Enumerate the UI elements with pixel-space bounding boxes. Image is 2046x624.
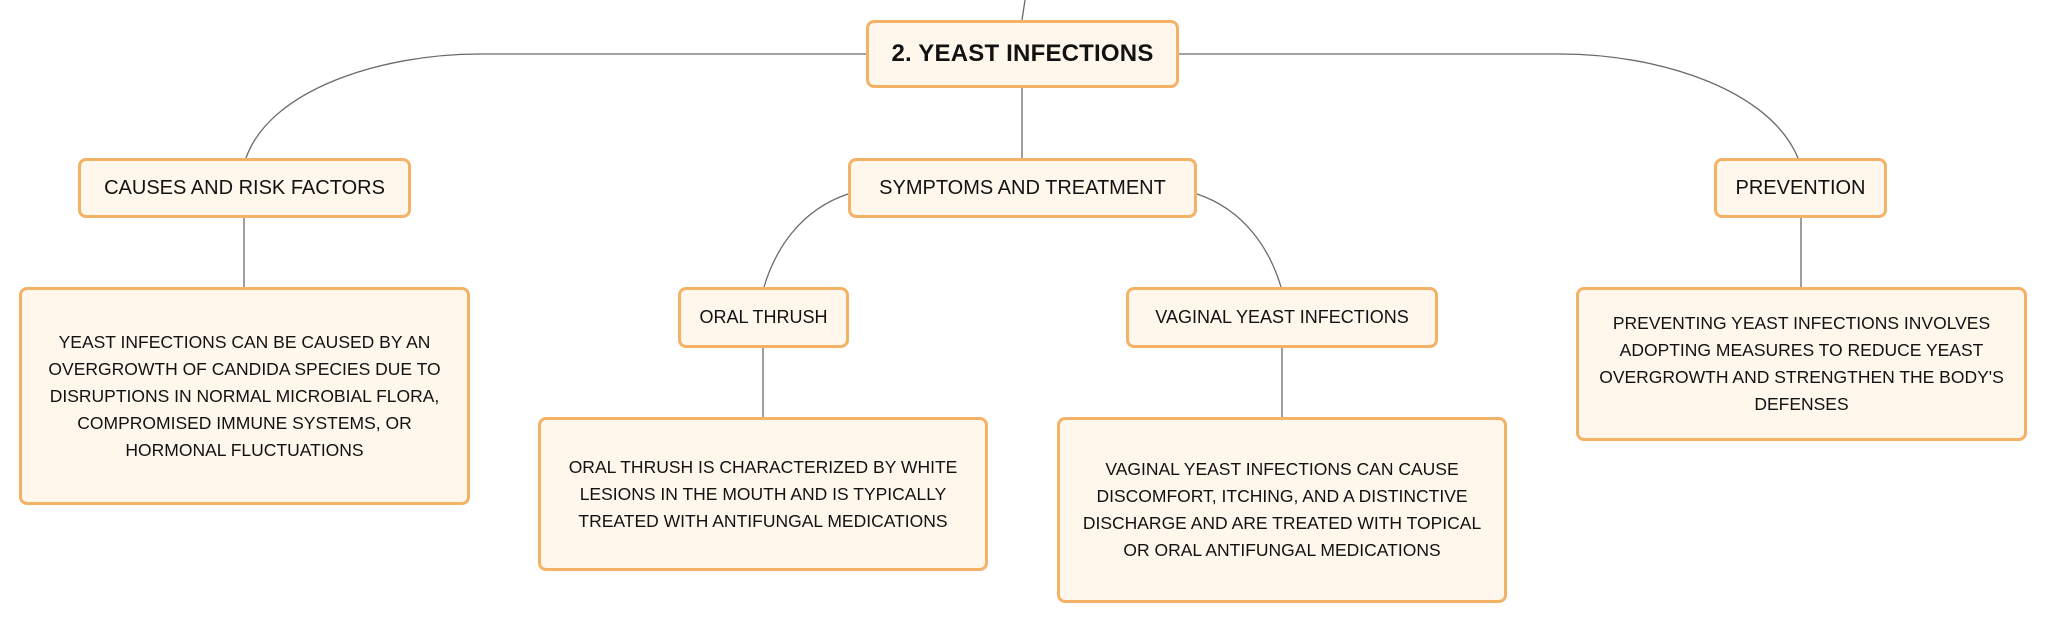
oral-thrush-label: ORAL THRUSH — [699, 307, 828, 327]
root-label: 2. YEAST INFECTIONS — [891, 40, 1154, 67]
vaginal-infections-description-text: VAGINAL YEAST INFECTIONS CAN CAUSE DISCO… — [1082, 459, 1482, 560]
vaginal-infections-node[interactable]: VAGINAL YEAST INFECTIONS — [1126, 287, 1438, 348]
connector-root-to-prevention — [1179, 53, 1799, 159]
connector-symptoms-to-oral — [763, 193, 849, 288]
causes-label: CAUSES AND RISK FACTORS — [104, 176, 385, 199]
root-node[interactable]: 2. YEAST INFECTIONS — [866, 20, 1179, 88]
symptoms-label: SYMPTOMS AND TREATMENT — [879, 176, 1166, 199]
connector-root-to-causes — [245, 53, 866, 159]
vaginal-infections-label: VAGINAL YEAST INFECTIONS — [1155, 307, 1409, 327]
causes-description-text: YEAST INFECTIONS CAN BE CAUSED BY AN OVE… — [48, 331, 441, 460]
connector-parent-to-root — [1021, 0, 1026, 21]
prevention-description-text: PREVENTING YEAST INFECTIONS INVOLVES ADO… — [1599, 313, 2004, 414]
causes-node[interactable]: CAUSES AND RISK FACTORS — [78, 158, 411, 218]
causes-description-node[interactable]: YEAST INFECTIONS CAN BE CAUSED BY AN OVE… — [19, 287, 470, 505]
oral-thrush-description-node[interactable]: ORAL THRUSH IS CHARACTERIZED BY WHITE LE… — [538, 417, 988, 571]
vaginal-infections-description-node[interactable]: VAGINAL YEAST INFECTIONS CAN CAUSE DISCO… — [1057, 417, 1507, 603]
oral-thrush-node[interactable]: ORAL THRUSH — [678, 287, 849, 348]
prevention-label: PREVENTION — [1735, 176, 1866, 199]
prevention-description-node[interactable]: PREVENTING YEAST INFECTIONS INVOLVES ADO… — [1576, 287, 2027, 441]
connector-symptoms-to-vaginal — [1196, 193, 1282, 288]
oral-thrush-description-text: ORAL THRUSH IS CHARACTERIZED BY WHITE LE… — [568, 456, 958, 531]
prevention-node[interactable]: PREVENTION — [1714, 158, 1887, 218]
symptoms-node[interactable]: SYMPTOMS AND TREATMENT — [848, 158, 1197, 218]
